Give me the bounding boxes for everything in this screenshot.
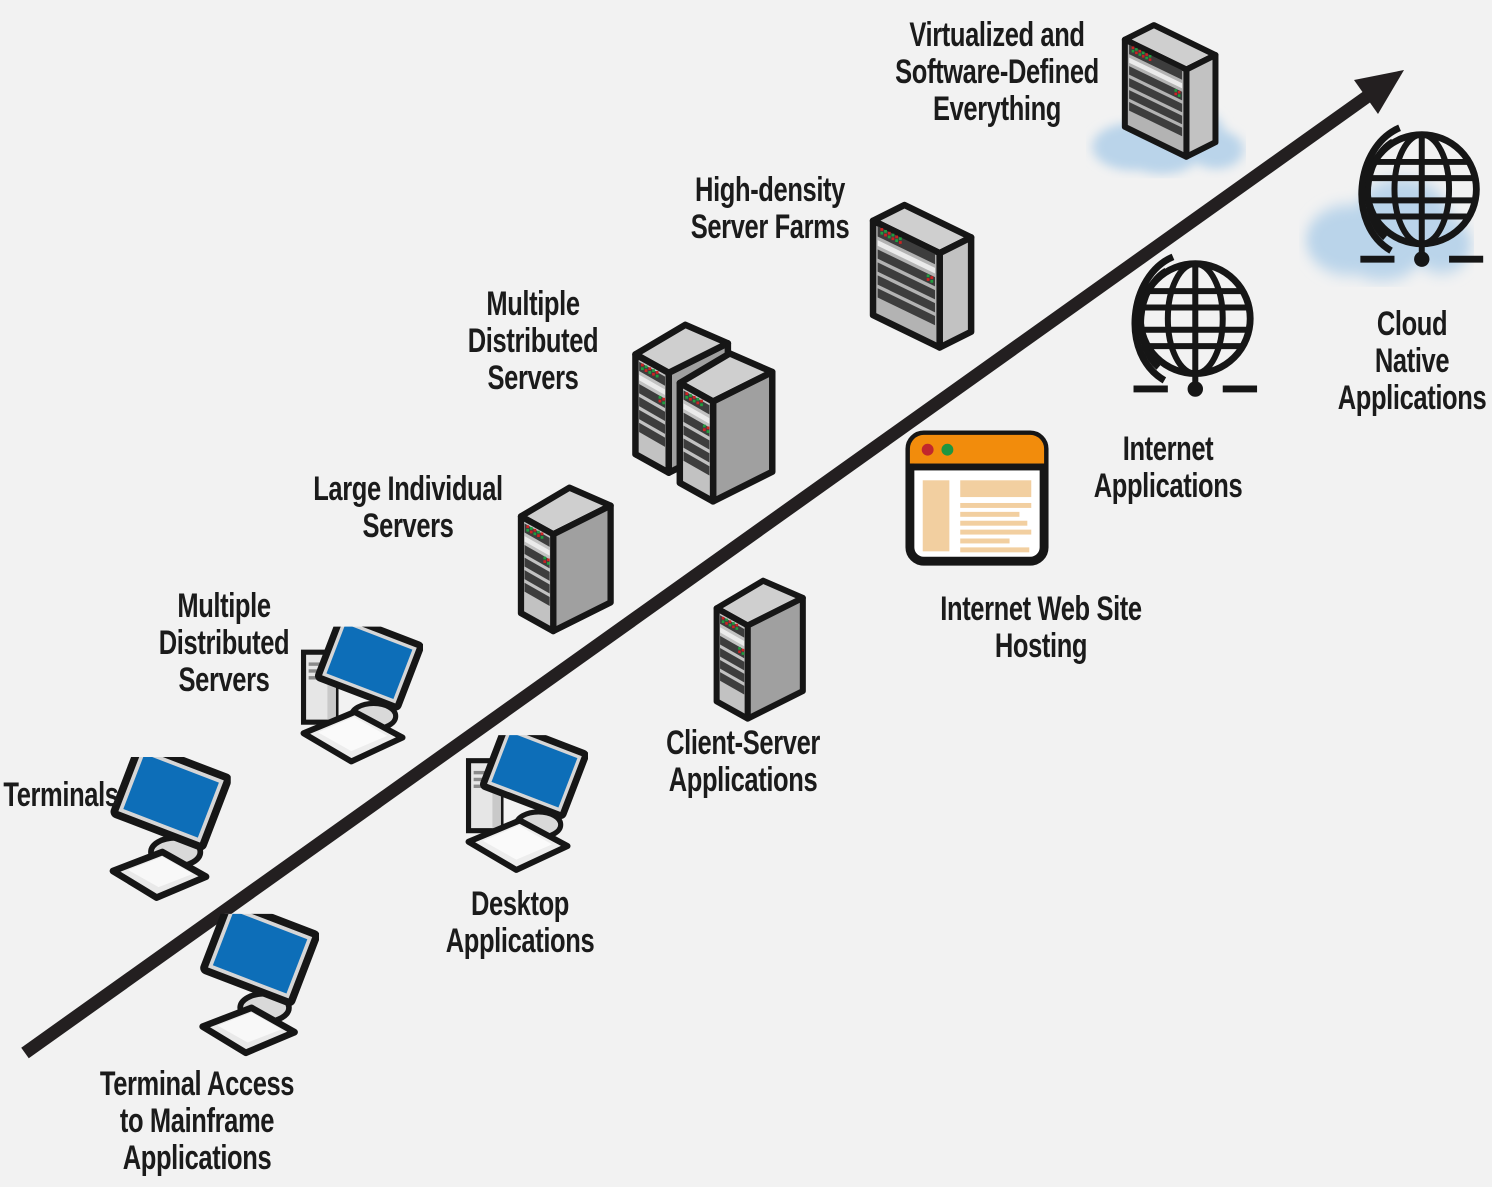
label-virtualized-software-defined: Virtualized and Software-Defined Everyth…: [895, 16, 1099, 128]
label-desktop-applications: Desktop Applications: [445, 885, 595, 960]
server-rack-icon: [865, 180, 981, 354]
label-internet-web-site-hosting: Internet Web Site Hosting: [940, 590, 1142, 665]
label-multiple-distributed-servers-upper: Multiple Distributed Servers: [467, 285, 599, 397]
globe-cloud-icon: [1295, 115, 1492, 290]
label-terminal-access-mainframe: Terminal Access to Mainframe Application…: [99, 1065, 295, 1177]
label-terminals: Terminals: [3, 776, 119, 814]
terminal-monitor-icon: [197, 913, 319, 1065]
desktop-computer-icon: [460, 723, 588, 888]
browser-window-icon: [903, 428, 1051, 576]
label-high-density-server-farms: High-density Server Farms: [690, 171, 850, 246]
label-internet-applications: Internet Applications: [1093, 430, 1243, 505]
terminal-monitor-icon: [106, 757, 232, 909]
server-rack-cloud-icon: [1080, 0, 1252, 180]
label-multiple-distributed-servers-lower: Multiple Distributed Servers: [158, 587, 290, 699]
label-cloud-native-applications: Cloud Native Applications: [1337, 305, 1487, 417]
server-tower-icon: [512, 468, 616, 640]
label-large-individual-servers: Large Individual Servers: [313, 470, 503, 545]
label-client-server-applications: Client-Server Applications: [666, 724, 820, 799]
globe-icon: [1118, 250, 1264, 413]
server-tower-icon: [708, 562, 808, 727]
desktop-computer-icon: [295, 616, 423, 778]
dual-server-towers-icon: [626, 310, 778, 506]
